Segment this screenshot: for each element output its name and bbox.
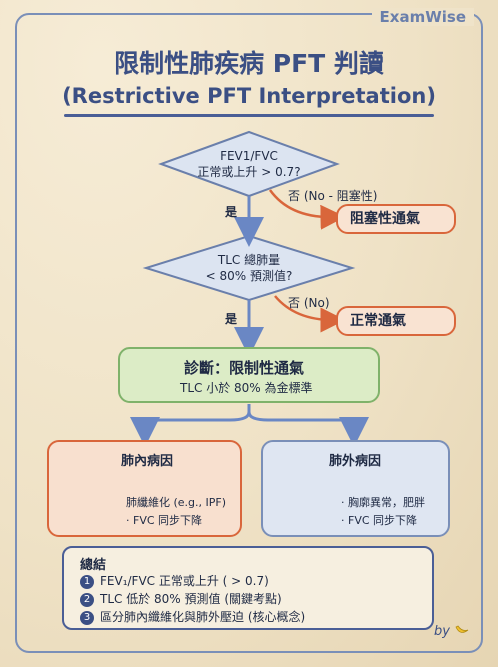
diagnosis-title: 診斷：限制性通氣 (184, 359, 305, 377)
title-underline (64, 114, 434, 117)
summary-item: 1 FEV₁/FVC 正常或上升 ( > 0.7) (80, 572, 269, 589)
page-title: 限制性肺疾病 PFT 判讀 (114, 49, 384, 78)
no-arrow-2 (274, 295, 346, 333)
page-subtitle: (Restrictive PFT Interpretation) (62, 84, 436, 108)
summary-number: 2 (80, 593, 94, 607)
decision-1-text: FEV1/FVC 正常或上升 > 0.7? (179, 148, 319, 180)
outer-frame (15, 13, 483, 653)
diagnosis-detail: TLC 小於 80% 為金標準 (180, 381, 313, 395)
summary-item: 2 TLC 低於 80% 預測值 (關鍵考點) (80, 590, 282, 607)
extrinsic-line-2: · FVC 同步下降 (341, 514, 418, 527)
extrinsic-title: 肺外病因 (329, 454, 382, 469)
normal-result: 正常通氣 (336, 306, 456, 336)
extrinsic-line-1: · 胸廓異常，肥胖 (341, 496, 425, 509)
summary-number: 3 (80, 611, 94, 625)
decision-2-text: TLC 總肺量 < 80% 預測值? (179, 252, 319, 284)
branch-arrow-right (247, 411, 369, 447)
branch-arrow-left (130, 404, 251, 447)
obstructive-result-label: 阻塞性通氣 (350, 211, 420, 227)
byline: by (434, 624, 470, 639)
brand-label: ExamWise (371, 8, 474, 26)
summary-item: 3 區分肺內纖維化與肺外壓迫 (核心概念) (80, 608, 305, 625)
obstructive-result: 阻塞性通氣 (336, 204, 456, 234)
no-arrow-1 (268, 189, 346, 230)
banana-icon (455, 625, 469, 633)
byline-text: by (434, 624, 450, 639)
intrinsic-line-2: · FVC 同步下降 (126, 514, 203, 527)
yes-label-2: 是 (225, 312, 238, 326)
diagnosis-box: 診斷：限制性通氣 TLC 小於 80% 為金標準 (118, 347, 380, 403)
decision-2-line1: TLC 總肺量 (217, 253, 281, 267)
summary-text: FEV₁/FVC 正常或上升 ( > 0.7) (100, 574, 269, 588)
summary-text: 區分肺內纖維化與肺外壓迫 (核心概念) (100, 610, 306, 624)
normal-result-label: 正常通氣 (350, 313, 406, 329)
no-label-2: 否 (No) (288, 296, 330, 310)
decision-2-line2: < 80% 預測值? (205, 269, 293, 283)
summary-box: 總結 1 FEV₁/FVC 正常或上升 ( > 0.7) 2 TLC 低於 80% … (62, 546, 434, 630)
summary-number: 1 (80, 575, 94, 589)
summary-text: TLC 低於 80% 預測值 (關鍵考點) (100, 592, 282, 606)
yes-label-1: 是 (225, 205, 238, 219)
decision-1-line2: 正常或上升 > 0.7? (197, 165, 301, 179)
summary-heading: 總結 (80, 558, 107, 573)
extrinsic-causes-box: 肺外病因 · 胸廓異常，肥胖 · FVC 同步下降 (261, 440, 450, 537)
intrinsic-line-1: 肺纖維化 (e.g., IPF) (126, 496, 227, 509)
decision-1-line1: FEV1/FVC (220, 149, 278, 163)
no-label-1: 否 (No - 阻塞性) (288, 189, 378, 203)
intrinsic-causes-box: 肺內病因 肺纖維化 (e.g., IPF) · FVC 同步下降 (47, 440, 242, 537)
intrinsic-title: 肺內病因 (121, 454, 174, 469)
